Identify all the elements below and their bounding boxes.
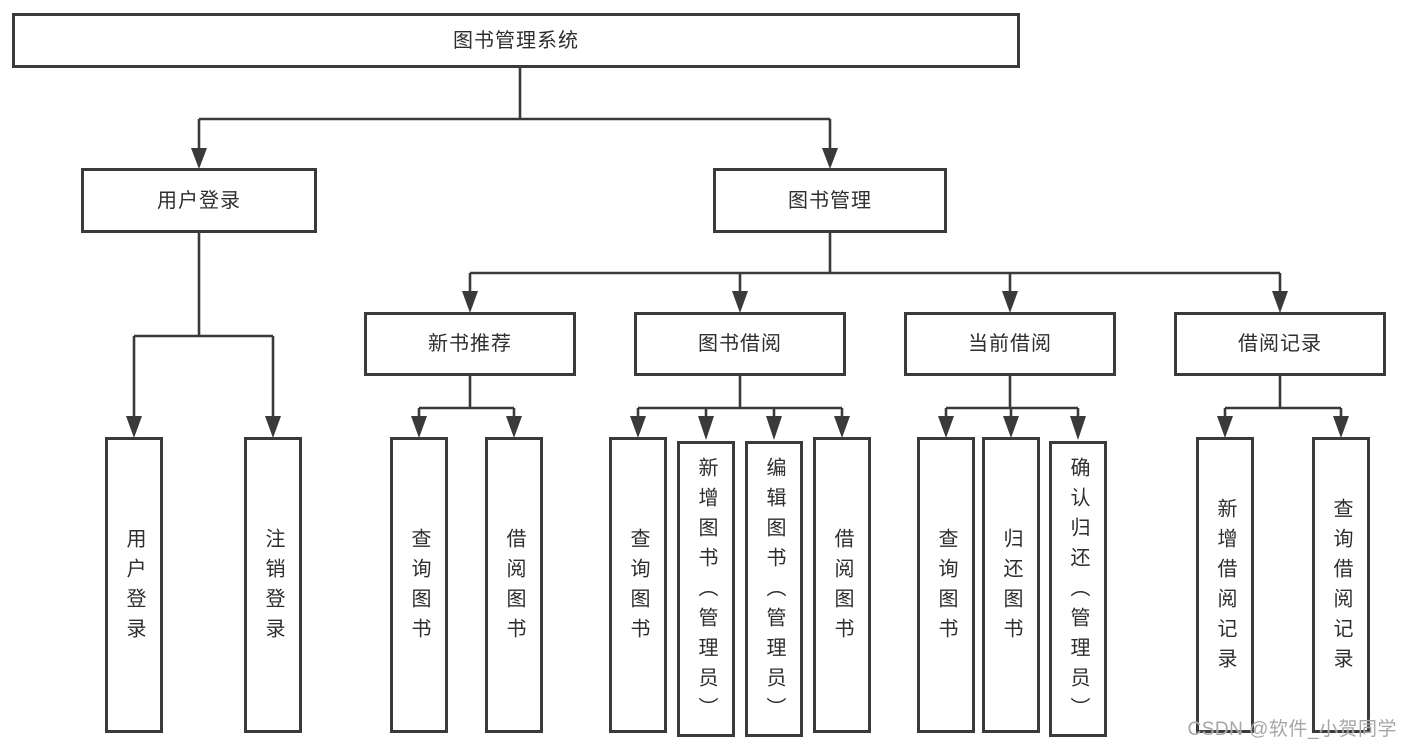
node-user-login: 用户登录 [81,168,317,233]
leaf-rec-borrow-books: 借阅图书 [485,437,543,733]
edge-rec-to-leaves [411,376,522,438]
edge-records-to-leaves [1217,376,1349,438]
node-book-borrow: 图书借阅 [634,312,846,376]
leaf-borrow-query-books: 查询图书 [609,437,667,733]
node-current-borrow: 当前借阅 [904,312,1116,376]
csdn-watermark: CSDN @软件_小贺同学 [1187,719,1397,740]
edge-current-to-leaves [938,376,1086,440]
node-root: 图书管理系统 [12,13,1020,68]
leaf-user-login: 用户登录 [105,437,163,733]
node-borrow-records: 借阅记录 [1174,312,1386,376]
leaf-current-return-books: 归还图书 [982,437,1040,733]
leaf-rec-query-books: 查询图书 [390,437,448,733]
node-new-book-recommend: 新书推荐 [364,312,576,376]
leaf-borrow-borrow-books: 借阅图书 [813,437,871,733]
edge-root-to-level2 [191,68,838,169]
edge-mgmt-to-level3 [462,233,1288,313]
edge-login-to-leaves [126,233,281,438]
leaf-current-confirm-return-admin: 确认归还（管理员） [1049,441,1107,737]
leaf-logout: 注销登录 [244,437,302,733]
node-book-management: 图书管理 [713,168,947,233]
edge-borrow-to-leaves [630,376,850,440]
leaf-records-query-record: 查询借阅记录 [1312,437,1370,733]
leaf-borrow-add-books-admin: 新增图书（管理员） [677,441,735,737]
leaf-borrow-edit-books-admin: 编辑图书（管理员） [745,441,803,737]
leaf-current-query-books: 查询图书 [917,437,975,733]
leaf-records-add-record: 新增借阅记录 [1196,437,1254,733]
